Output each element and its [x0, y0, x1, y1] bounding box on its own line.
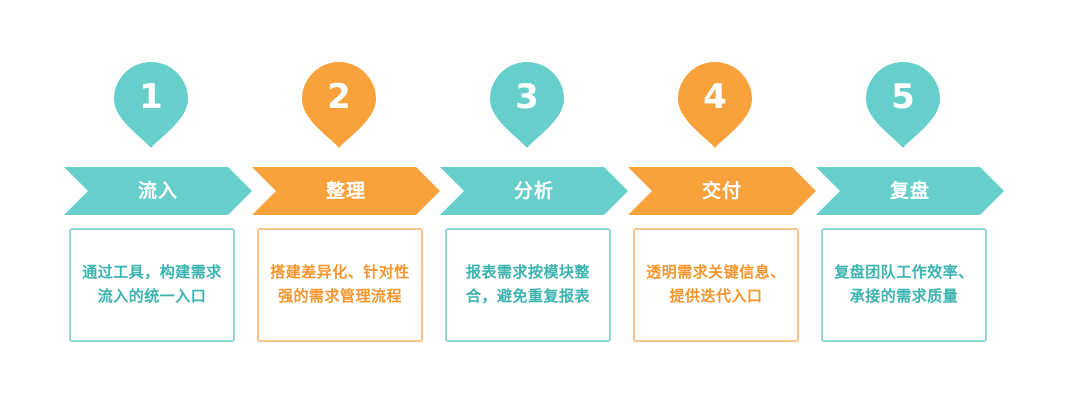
step-3-arrow: 分析	[440, 167, 628, 215]
step-5-description-line-2: 承接的需求质量	[849, 287, 959, 305]
step-1-pin: 1	[110, 58, 192, 150]
chevron-arrow-icon	[64, 167, 252, 215]
step-1-description-line-1: 通过工具，构建需求	[82, 263, 222, 281]
step-4-title: 交付	[701, 180, 742, 202]
step-2-number: 2	[327, 77, 351, 117]
step-2-title: 整理	[325, 180, 366, 202]
step-2-pin: 2	[298, 58, 380, 150]
step-4-description-line-2: 提供迭代入口	[669, 287, 763, 305]
step-4-pin: 4	[674, 58, 756, 150]
step-3-description-line-1: 报表需求按模块整	[465, 263, 590, 281]
chevron-arrow-icon	[628, 167, 816, 215]
step-4-description-box: 透明需求关键信息、 提供迭代入口	[633, 228, 799, 342]
step-3: 3 分析 报表需求按模块整 合，避免重复报表	[440, 0, 628, 411]
step-2-description-line-1: 搭建差异化、针对性	[270, 263, 410, 281]
step-2: 2 整理 搭建差异化、针对性 强的需求管理流程	[252, 0, 440, 411]
step-5: 5 复盘 复盘团队工作效率、 承接的需求质量	[816, 0, 1004, 411]
pin-marker-icon	[302, 61, 376, 148]
step-1-description-box: 通过工具，构建需求 流入的统一入口	[69, 228, 235, 342]
step-4-arrow: 交付	[628, 167, 816, 215]
step-5-number: 5	[891, 77, 915, 117]
chevron-arrow-icon	[252, 167, 440, 215]
step-3-description-line-2: 合，避免重复报表	[465, 287, 590, 305]
step-3-title: 分析	[513, 180, 554, 202]
pin-marker-icon	[114, 61, 188, 148]
step-1: 1 流入 通过工具，构建需求 流入的统一入口	[64, 0, 252, 411]
step-3-number: 3	[515, 77, 539, 117]
pin-marker-icon	[866, 61, 940, 148]
step-4-number: 4	[703, 77, 727, 117]
step-4: 4 交付 透明需求关键信息、 提供迭代入口	[628, 0, 816, 411]
step-5-description-line-1: 复盘团队工作效率、	[834, 263, 974, 281]
step-5-title: 复盘	[889, 180, 930, 202]
pin-marker-icon	[678, 61, 752, 148]
step-1-description-line-2: 流入的统一入口	[97, 287, 207, 305]
pin-marker-icon	[490, 61, 564, 148]
chevron-arrow-icon	[816, 167, 1004, 215]
step-2-arrow: 整理	[252, 167, 440, 215]
step-1-number: 1	[139, 77, 163, 117]
step-5-pin: 5	[862, 58, 944, 150]
step-5-arrow: 复盘	[816, 167, 1004, 215]
step-2-description-box: 搭建差异化、针对性 强的需求管理流程	[257, 228, 423, 342]
step-2-description-line-2: 强的需求管理流程	[277, 287, 402, 305]
step-1-title: 流入	[137, 180, 178, 202]
step-3-description-box: 报表需求按模块整 合，避免重复报表	[445, 228, 611, 342]
chevron-arrow-icon	[440, 167, 628, 215]
step-1-arrow: 流入	[64, 167, 252, 215]
step-3-pin: 3	[486, 58, 568, 150]
step-4-description-line-1: 透明需求关键信息、	[646, 263, 786, 281]
step-5-description-box: 复盘团队工作效率、 承接的需求质量	[821, 228, 987, 342]
